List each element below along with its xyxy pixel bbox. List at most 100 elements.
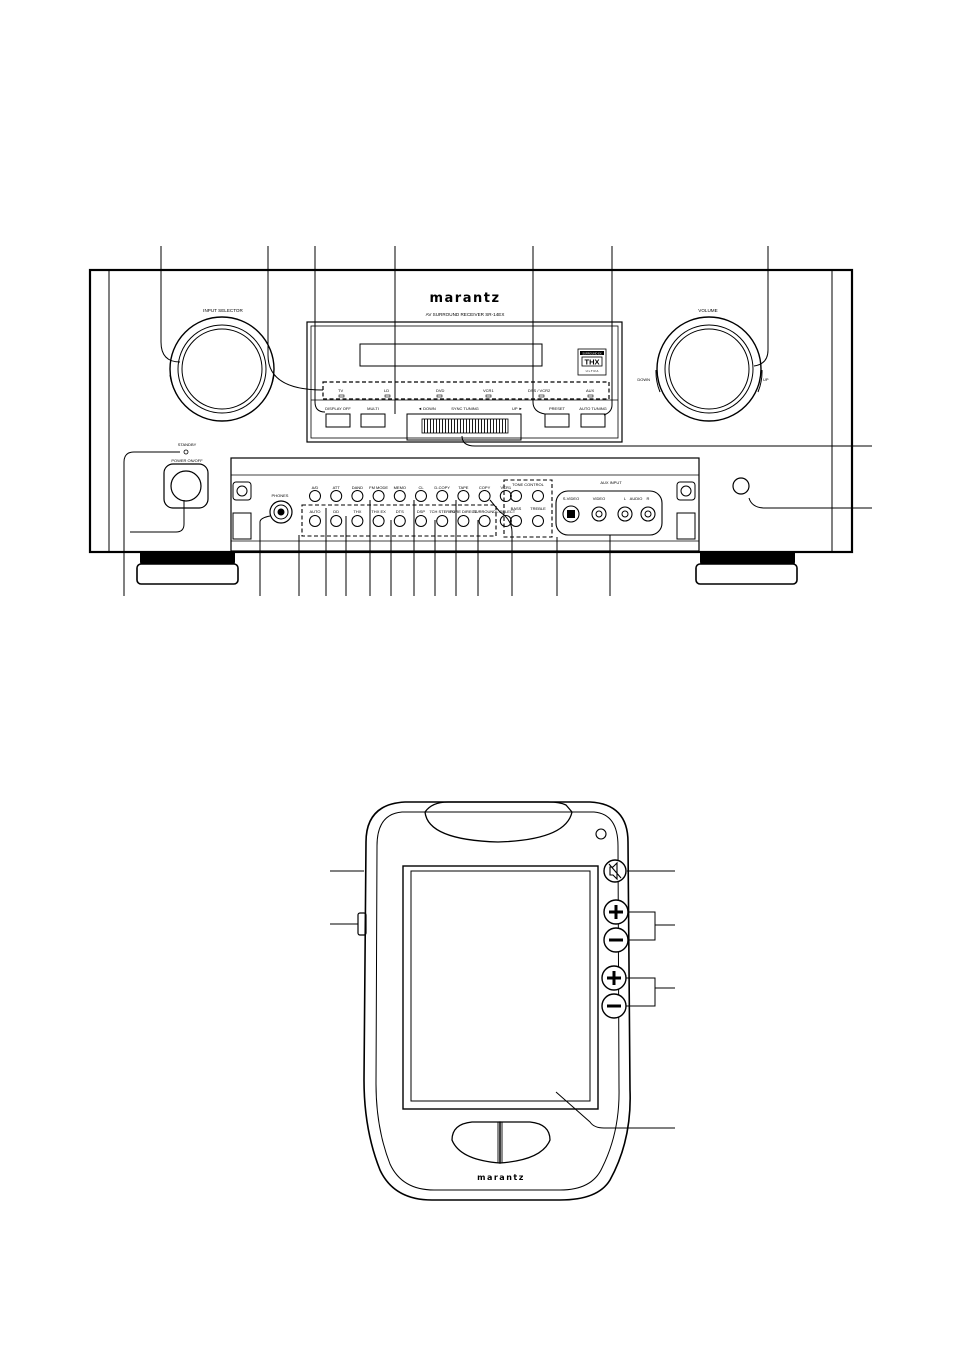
rocker-right-button[interactable] [499, 1121, 551, 1164]
front-door-panel [230, 457, 700, 552]
input-selector-outer-ring [169, 316, 275, 422]
callout-input-selector [160, 246, 181, 363]
callout-auto-tuning [603, 246, 613, 416]
input-selector-knob[interactable] [181, 328, 263, 410]
callout-source-indicators [267, 246, 324, 391]
tone-up-right-button[interactable] [532, 490, 544, 502]
rocker-left-button[interactable] [451, 1121, 501, 1164]
multi-button[interactable] [360, 413, 386, 428]
callout-preset [532, 246, 546, 415]
multi-label: MULTI [367, 406, 379, 411]
volume-label: VOLUME [698, 308, 717, 313]
front-button-bottom-1[interactable] [330, 515, 343, 527]
front-button-top-3[interactable] [372, 490, 385, 502]
input-selector-arrow-left [169, 374, 177, 394]
remote-sensor [732, 477, 750, 495]
front-button-label: A/D [312, 485, 319, 490]
audio-l-label: L [624, 496, 627, 501]
front-button-top-0[interactable] [309, 490, 321, 502]
source-indicator-tv: TV [338, 388, 343, 393]
callout-volume-buttons [628, 911, 675, 941]
remote-body-inner [375, 811, 620, 1191]
display-off-button[interactable] [325, 413, 351, 428]
callout-volume [753, 246, 769, 367]
source-indicator-ld: LD [384, 388, 389, 393]
auto-tuning-button[interactable] [580, 413, 606, 428]
sync-tuning-label: SYNC TUNING [451, 406, 478, 411]
display-bezel [306, 321, 623, 443]
audio-l-jack[interactable] [617, 506, 633, 522]
front-button-label: ATT [333, 485, 341, 490]
front-button-top-8[interactable] [478, 490, 491, 502]
remote-touch-screen[interactable] [410, 870, 591, 1102]
front-button-bottom-8[interactable] [478, 515, 491, 527]
volume-outer-ring [656, 316, 762, 422]
front-button-top-7[interactable] [457, 490, 470, 502]
tone-up-left-button[interactable] [510, 490, 522, 502]
receiver-brand-logo: marantz [429, 291, 500, 306]
audio-r-jack[interactable] [640, 506, 656, 522]
input-selector-inner-ring [177, 324, 267, 414]
source-indicator-vcr1: VCR1 [483, 388, 494, 393]
front-button-top-2[interactable] [351, 490, 364, 502]
fl-display [359, 343, 543, 367]
front-button-top-1[interactable] [330, 490, 343, 502]
volume-knob[interactable] [668, 328, 750, 410]
s-video-jack[interactable] [562, 505, 580, 523]
front-button-label: L.SELECT [496, 509, 515, 514]
receiver-model: AV SURROUND RECEIVER SR-14EX [426, 312, 505, 317]
sync-tuning-wheel[interactable] [421, 418, 509, 434]
rocker-divider [497, 1122, 503, 1163]
front-button-bottom-4[interactable] [393, 515, 406, 527]
right-foot [695, 563, 798, 585]
front-button-label: DSP [417, 509, 426, 514]
front-button-bottom-5[interactable] [415, 515, 427, 527]
callout-power [130, 500, 185, 533]
display-off-label: DISPLAY OFF [325, 406, 351, 411]
phones-jack[interactable] [273, 504, 289, 520]
front-button-bottom-2[interactable] [351, 515, 364, 527]
power-button-housing [163, 463, 209, 509]
bass-label: BASS [511, 506, 522, 511]
right-screw-housing [676, 481, 696, 501]
front-button-top-4[interactable] [393, 490, 406, 502]
remote-body-outer [363, 801, 631, 1201]
front-button-label: 7CH STEREO [429, 509, 455, 514]
plus-icon [607, 971, 621, 985]
thx-text: THX [585, 358, 600, 367]
callout-display-off [314, 246, 326, 413]
s-video-pins [567, 510, 575, 518]
callout-touch-screen [555, 1091, 675, 1129]
treble-button[interactable] [532, 515, 544, 527]
right-latch [676, 512, 696, 540]
front-button-label: DTS [396, 509, 404, 514]
front-button-top-5[interactable] [415, 490, 427, 502]
front-button-top-6[interactable] [436, 490, 449, 502]
video-jack[interactable] [591, 506, 607, 522]
receiver-front-panel: marantz AV SURROUND RECEIVER SR-14EX INP… [88, 268, 854, 585]
front-button-bottom-0[interactable] [309, 515, 321, 527]
power-button[interactable] [170, 470, 202, 502]
source-indicator-group [322, 381, 610, 400]
front-button-bottom-6[interactable] [436, 515, 449, 527]
volume-arrow-left [655, 369, 661, 393]
input-selector-label: INPUT SELECTOR [203, 308, 243, 313]
front-button-bottom-9[interactable] [499, 515, 512, 527]
power-label: POWER ON/OFF [171, 458, 203, 463]
left-foot [136, 563, 239, 585]
front-button-label: VCR1 [500, 485, 511, 490]
tuning-up-label: UP ► [512, 406, 523, 411]
front-button-bottom-7[interactable] [457, 515, 470, 527]
thx-ultra-label: U L T R A [586, 369, 599, 373]
front-button-top-9[interactable] [499, 490, 512, 502]
front-button-bottom-3[interactable] [372, 515, 385, 527]
front-button-label: FM MODE [369, 485, 388, 490]
surround-mode-group [301, 504, 497, 537]
aux-input-panel [555, 490, 663, 536]
front-button-label: SURROUND [473, 509, 496, 514]
remote-top-hood [424, 801, 573, 843]
preset-button[interactable] [544, 413, 570, 428]
front-button-label: CL [418, 485, 424, 490]
front-button-label: TAPE [458, 485, 468, 490]
bass-button[interactable] [510, 515, 522, 527]
